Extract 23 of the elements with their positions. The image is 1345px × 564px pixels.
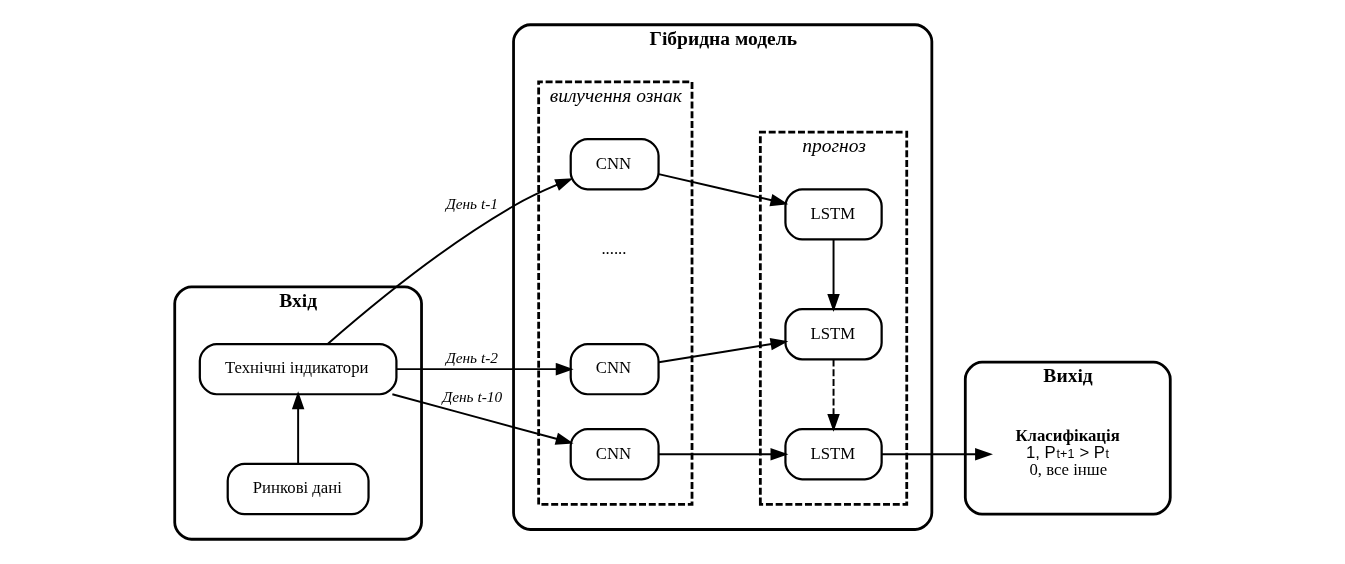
arrow xyxy=(326,178,574,345)
node-box: LSTM xyxy=(784,188,883,241)
arrow xyxy=(827,238,840,312)
node-box: Технічні індикатори xyxy=(198,342,398,396)
arrow xyxy=(880,447,993,461)
node-box: CNN xyxy=(569,342,660,396)
arrow xyxy=(657,338,789,364)
label: ...... xyxy=(601,238,627,258)
node-box: CNN xyxy=(569,137,660,191)
arrow xyxy=(391,393,574,445)
arrow xyxy=(657,173,789,207)
arrow xyxy=(291,391,305,465)
arrow xyxy=(657,447,789,461)
arrow xyxy=(827,358,840,432)
edge-label: День t-1 xyxy=(445,194,498,212)
node-box: Ринкові дані xyxy=(226,462,370,516)
node-box: CNN xyxy=(569,428,660,481)
edge-label: День t-2 xyxy=(445,349,498,367)
node-text: Класифікація 1, Pt+1 > Pt 0, все інше xyxy=(1015,426,1120,479)
node-box: LSTM xyxy=(784,308,883,361)
arrow xyxy=(395,362,574,376)
edge-label: День t-10 xyxy=(442,388,503,406)
node-box: LSTM xyxy=(784,428,883,481)
